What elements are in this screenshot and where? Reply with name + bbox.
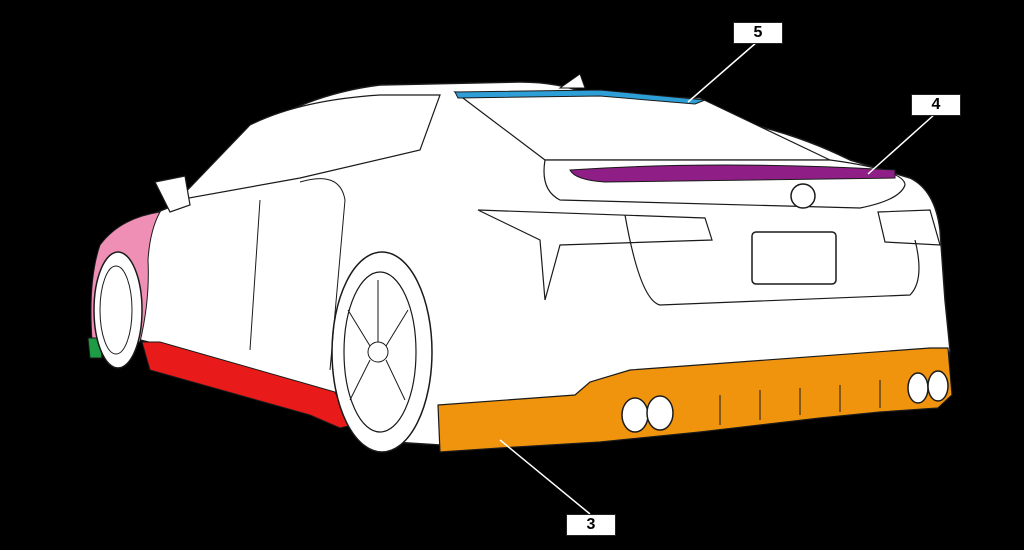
side-windows	[176, 94, 441, 201]
callout-4: 4	[911, 94, 961, 116]
side-mirror	[154, 175, 191, 213]
callout-5: 5	[733, 22, 783, 44]
roof-spoiler-part	[454, 89, 706, 105]
trunk-spoiler-part	[569, 164, 896, 183]
rear-bumper-part	[437, 347, 953, 453]
left-taillight	[477, 209, 713, 301]
diffuser-fins	[719, 380, 881, 425]
door-lines	[249, 178, 346, 371]
rear-wheel	[331, 251, 433, 453]
front-wheel	[93, 251, 143, 369]
license-plate	[751, 231, 837, 285]
leader-line-3	[499, 439, 591, 515]
trunk-lines	[624, 214, 920, 306]
shark-fin-antenna	[558, 73, 586, 89]
right-taillight	[877, 209, 941, 246]
leader-line-4	[867, 113, 936, 175]
side-skirt-part	[141, 341, 353, 429]
rear-emblem	[790, 183, 816, 209]
exhaust-tips	[621, 370, 949, 433]
callout-3: 3	[566, 514, 616, 536]
leader-line-5	[687, 41, 758, 103]
